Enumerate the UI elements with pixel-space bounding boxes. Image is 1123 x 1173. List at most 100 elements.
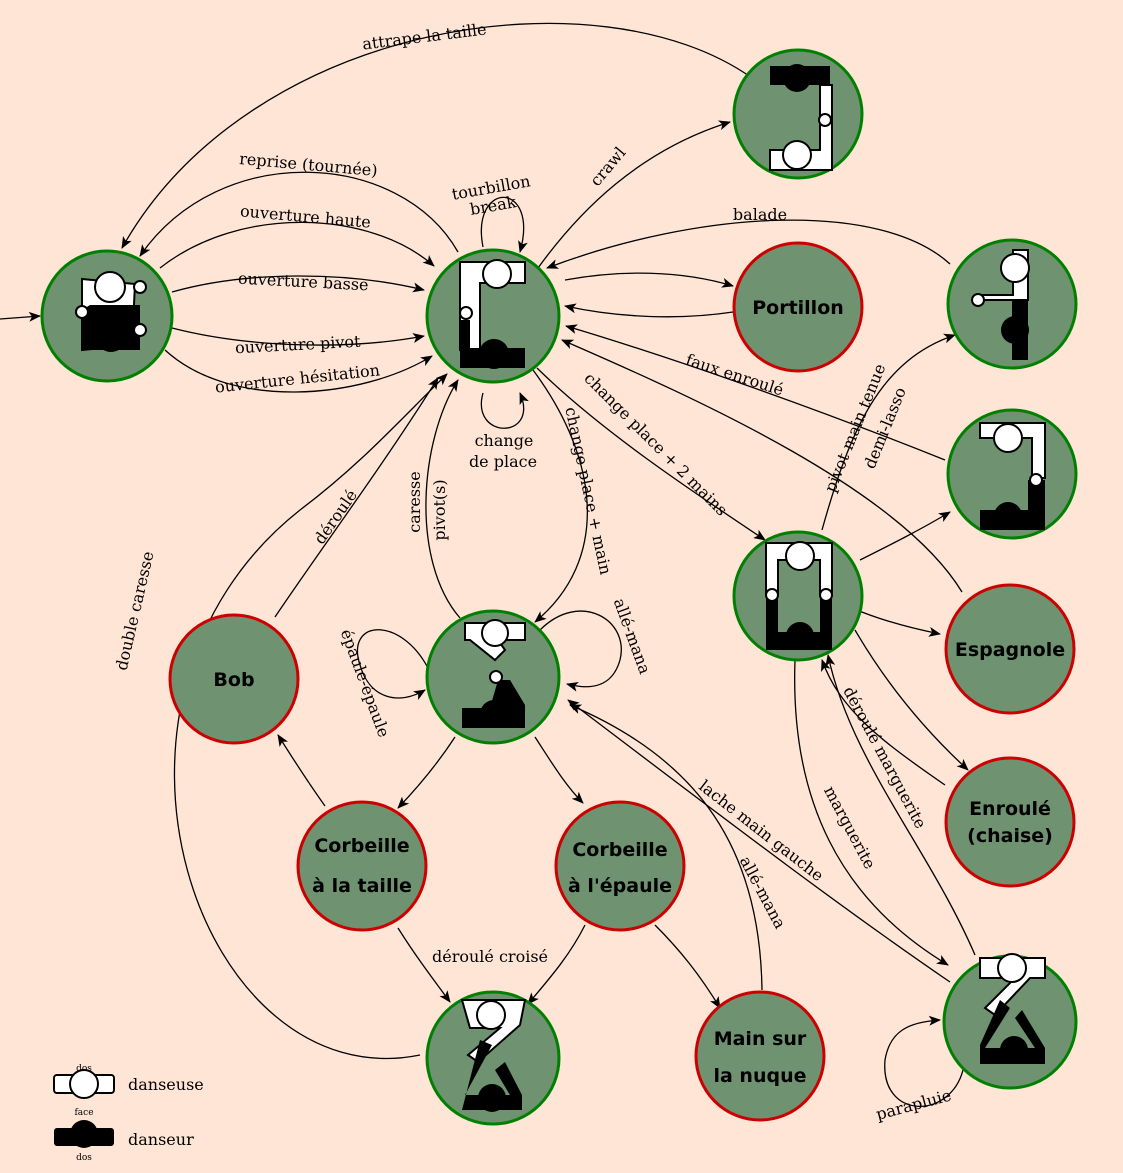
node-main-nuque-label-2: la nuque [713,1065,806,1087]
node-espagnole[interactable]: Espagnole [944,583,1076,715]
edge-to-enroule [854,629,969,771]
edge-ouverture-hesitation [164,349,433,393]
node-epaule[interactable] [425,609,561,745]
label-ouverture-haute: ouverture haute [239,201,371,231]
danseur-icon [54,1120,114,1148]
edge-corbeille-to-bob [277,734,326,807]
node-portillon[interactable]: Portillon [732,241,864,373]
node-enroule-label-2: (chaise) [967,825,1053,847]
edge-to-espagnole [851,607,941,637]
edge-reprise [139,171,459,257]
edge-pivot-main-tenue [821,333,956,531]
node-demi-lasso[interactable] [946,408,1078,540]
node-corbeille-taille-label-1: Corbeille [314,835,409,857]
edge-change-place-loop [480,392,529,429]
figure-nodes: Portillon Espagnole Enroulé (chaise) Bob… [168,241,1076,1122]
edge-balade [546,219,951,269]
node-start[interactable] [40,249,174,383]
edge-to-portillon [564,272,734,288]
node-enroule[interactable]: Enroulé (chaise) [944,756,1076,888]
legend-dos-bottom: dos [76,1153,92,1163]
dancer-pair-icon [971,249,1030,360]
node-parapluie[interactable] [942,953,1078,1090]
edge-alle-mana-loop [539,610,622,692]
edge-crawl [537,120,731,269]
edge-marguerite [794,659,949,966]
edge-demi-lasso [859,511,951,561]
node-enroule-label-1: Enroulé [969,798,1051,820]
edge-deroule-croise-left [397,927,451,1003]
dancer-pair-icon [462,619,526,728]
label-double-caresse: double caresse [112,549,158,672]
edge-espagnole-back [561,339,963,593]
node-croise[interactable] [425,990,561,1126]
node-main-nuque[interactable]: Main sur la nuque [694,990,826,1122]
node-bob[interactable]: Bob [168,613,300,745]
label-alle-mana-2: allé-mana [736,853,790,932]
position-nodes [40,48,1078,1126]
node-two-hands[interactable] [732,530,864,662]
node-corbeille-epaule-label-2: à l'épaule [568,875,672,897]
label-change: change [475,431,534,450]
edge-change-place-main [532,369,588,623]
dancer-pair-icon [459,259,526,369]
label-ouverture-pivot: ouverture pivot [235,332,362,358]
dancer-pair-icon [979,422,1046,530]
edge-from-portillon [564,303,734,318]
label-change-place-main: change place + main [561,405,615,576]
edge-caresse-pivots [425,379,461,619]
legend: dos danseuse face danseur dos [53,1064,204,1163]
node-bob-label: Bob [213,669,254,691]
label-de-place: de place [469,452,537,471]
edge-alle-mana-2 [569,704,763,991]
edge-epaule-epaule-loop [357,629,429,700]
node-corbeille-epaule[interactable]: Corbeille à l'épaule [554,800,686,932]
label-ouverture-basse: ouverture basse [238,269,370,295]
label-crawl: crawl [586,143,629,190]
node-espagnole-label: Espagnole [955,639,1065,661]
edge-change-place-2-mains [536,367,766,541]
edge-ouverture-basse [171,275,425,293]
legend-dos-top: dos [76,1064,92,1074]
node-portillon-label: Portillon [752,297,844,319]
dancer-pair-icon [75,271,147,352]
dancer-pair-icon [460,999,527,1112]
node-corbeille-epaule-label-1: Corbeille [572,839,667,861]
edge-to-corbeille-epaule [534,736,584,804]
dancer-pair-icon [979,953,1046,1064]
edge-ouverture-pivot [171,327,425,346]
node-crawl[interactable] [732,48,864,180]
label-pivots: pivot(s) [430,479,449,540]
node-pivot-main-tenue[interactable] [946,238,1078,370]
dancer-pair-icon [765,541,833,650]
label-caresse: caresse [405,471,424,533]
edge-parapluie-loop [884,1015,964,1107]
edge-enroule-back [821,659,946,786]
label-alle-mana: allé-mana [610,596,655,677]
entry-arrow [0,311,41,322]
edge-attrape-taille [121,22,753,249]
label-deroule-croise: déroulé croisé [432,947,548,966]
edge-deroule-croise-right [527,924,586,1005]
dancer-pair-icon [769,64,833,171]
edge-faux-enroule [565,324,946,461]
label-deroule: déroulé [310,486,361,548]
label-marguerite: marguerite [820,783,880,872]
edge-to-corbeille-taille [397,736,456,809]
danseuse-icon [53,1069,115,1099]
edge-deroule [274,377,439,618]
label-epaule-epaule: épaule-épaule [337,626,394,739]
label-reprise: reprise (tournée) [239,149,379,180]
label-deroule-marguerite: déroulé marguerite [839,683,930,831]
node-corbeille-taille-label-2: à la taille [312,875,412,897]
legend-face: face [74,1108,93,1118]
node-central[interactable] [425,248,561,384]
label-parapluie: parapluie [874,1086,954,1124]
label-attrape-taille: attrape la taille [361,19,487,53]
legend-danseur: danseur [128,1130,194,1149]
node-main-nuque-label-1: Main sur [714,1028,807,1050]
edge-deroule-marguerite [825,654,976,956]
edge-to-main-nuque [654,924,721,1009]
node-corbeille-taille[interactable]: Corbeille à la taille [296,800,428,932]
